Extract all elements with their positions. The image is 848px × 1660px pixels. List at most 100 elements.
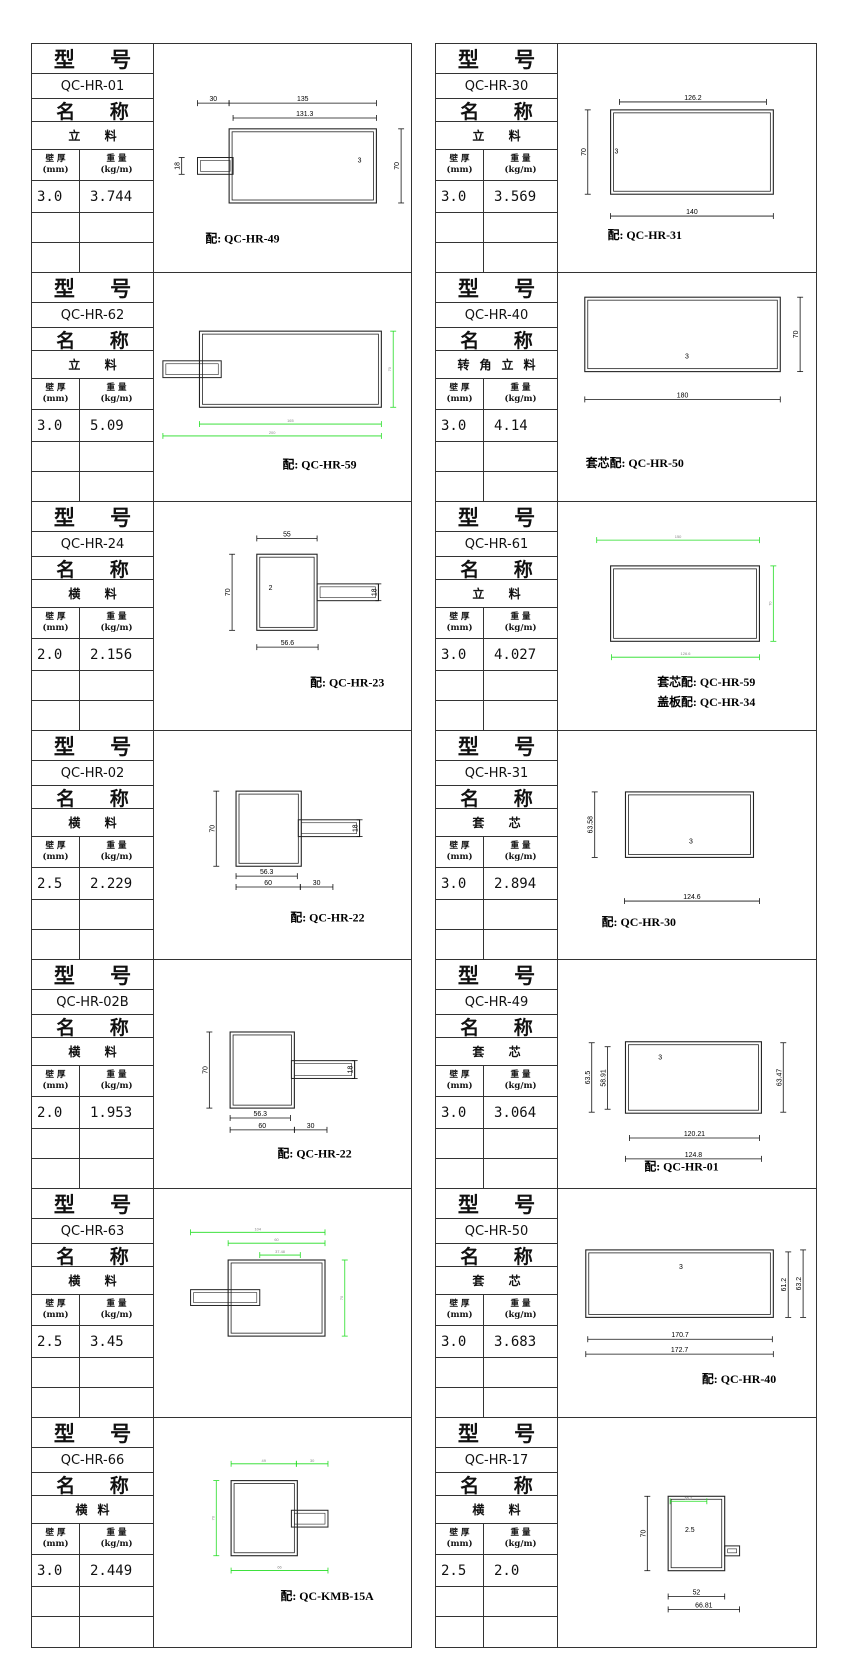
thickness-label: 壁 厚 <box>449 841 470 851</box>
model-header: 型 号 <box>436 731 557 761</box>
dimension-label: 172.7 <box>671 1347 689 1354</box>
dimension-label: 55 <box>283 531 291 538</box>
empty-cell <box>436 671 484 700</box>
profile-name: 立 料 <box>32 351 153 379</box>
thickness-unit: (mm) <box>42 1310 69 1320</box>
model-header: 型 号 <box>436 502 557 532</box>
empty-row <box>436 1358 557 1388</box>
thickness-label: 壁 厚 <box>45 841 66 851</box>
empty-cell <box>436 1617 484 1647</box>
empty-row <box>32 1159 153 1188</box>
empty-row <box>32 900 153 930</box>
fitting-note: 配: QC-HR-22 <box>290 911 364 925</box>
weight-value: 2.156 <box>90 646 133 663</box>
profile-inner-wall <box>230 1262 323 1334</box>
thickness-value: 2.0 <box>32 1097 80 1128</box>
weight-label: 重 量 <box>106 1528 127 1538</box>
model-code: QC-HR-30 <box>436 74 557 99</box>
thickness-value: 2.5 <box>32 1326 80 1357</box>
empty-cell <box>32 1587 80 1616</box>
dimension-label: 104 <box>254 1226 261 1231</box>
empty-row <box>436 930 557 959</box>
dimension-label: 63.58 <box>588 816 595 834</box>
profile-inner-wall <box>587 299 778 370</box>
thickness-unit: (mm) <box>42 165 69 175</box>
model-header: 型 号 <box>32 44 153 74</box>
name-header: 名 称 <box>436 1473 557 1497</box>
dimension-label: 150 <box>675 534 682 539</box>
empty-cell <box>484 213 557 242</box>
profile-arm <box>196 157 234 175</box>
thickness-value: 2.5 <box>436 1555 484 1586</box>
profile-arm-inner <box>200 160 231 172</box>
empty-cell <box>80 442 153 471</box>
weight-label: 重 量 <box>106 612 127 622</box>
weight-header: 重 量(kg/m) <box>484 150 557 180</box>
fitting-note: 配: QC-HR-22 <box>278 1147 352 1161</box>
thickness-header: 壁 厚(mm) <box>32 150 80 180</box>
empty-row <box>436 1159 557 1188</box>
profile-name: 横 料 <box>32 1267 153 1295</box>
dimension-label: 70 <box>793 330 800 338</box>
weight-unit: (kg/m) <box>504 165 537 175</box>
name-header: 名 称 <box>32 557 153 581</box>
thickness-header: 壁 厚(mm) <box>32 608 80 638</box>
weight-header: 重 量(kg/m) <box>484 837 557 867</box>
empty-cell <box>80 1159 153 1188</box>
dimension-label: 30 <box>310 1458 315 1463</box>
weight-unit: (kg/m) <box>504 1310 537 1320</box>
empty-row <box>32 1617 153 1647</box>
fitting-note: 配: QC-HR-30 <box>602 915 676 929</box>
dimension-label: 66 <box>277 1565 282 1570</box>
weight-value: 2.0 <box>494 1562 520 1579</box>
empty-cell <box>80 1617 153 1647</box>
weight-unit: (kg/m) <box>100 852 133 862</box>
empty-cell <box>80 930 153 959</box>
thickness-header: 壁 厚(mm) <box>436 608 484 638</box>
model-code: QC-HR-61 <box>436 532 557 557</box>
model-code: QC-HR-24 <box>32 532 153 557</box>
name-header: 名 称 <box>32 99 153 123</box>
profile-name: 套 芯 <box>436 1267 557 1295</box>
weight-label: 重 量 <box>106 1070 127 1080</box>
weight-header: 重 量(kg/m) <box>484 1295 557 1325</box>
empty-cell <box>80 1129 153 1158</box>
dimension-label: 70 <box>210 1515 215 1520</box>
thickness-unit: (mm) <box>446 165 473 175</box>
fitting-note: 配: QC-KMB-15A <box>281 1589 375 1603</box>
thickness-header: 壁 厚(mm) <box>436 1295 484 1325</box>
profile-arm <box>297 819 361 838</box>
empty-cell <box>484 671 557 700</box>
dimension-label: 60 <box>274 1237 279 1242</box>
dimension-label: 56.3 <box>260 869 274 876</box>
empty-row <box>32 1358 153 1388</box>
spec-header-row: 壁 厚(mm)重 量(kg/m) <box>436 1066 557 1097</box>
fitting-note: 配: QC-HR-01 <box>644 1160 718 1174</box>
empty-cell <box>80 1587 153 1616</box>
dimension-label: 66.81 <box>695 1602 713 1609</box>
empty-cell <box>484 930 557 959</box>
model-header: 型 号 <box>32 273 153 303</box>
dimension-label: 30 <box>209 96 217 103</box>
